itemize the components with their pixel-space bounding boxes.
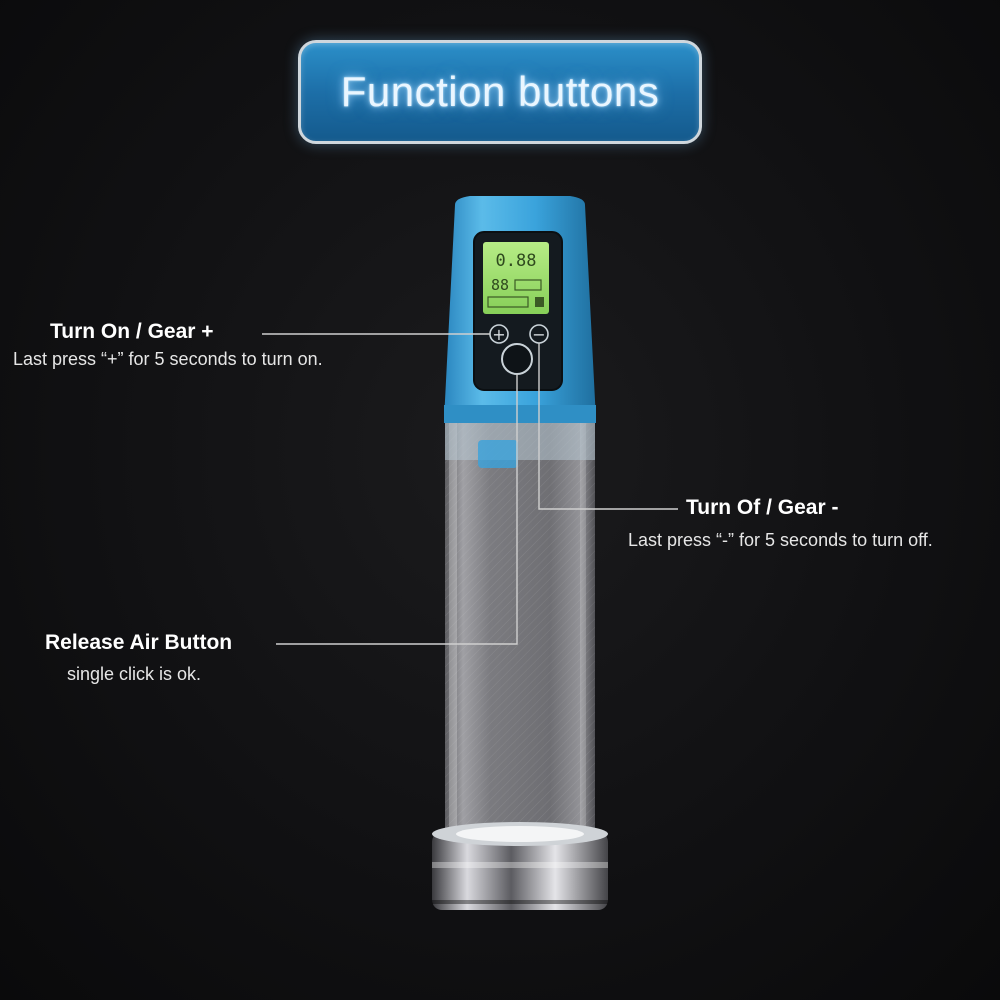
callout-line-turn-off [538, 343, 678, 510]
turn-on-heading: Turn On / Gear + [50, 320, 214, 343]
minus-icon: − [532, 325, 545, 344]
release-air-button[interactable] [501, 343, 533, 375]
callout-lines [262, 333, 678, 645]
release-air-note: single click is ok. [67, 664, 202, 684]
lcd-line-2: 88 [491, 276, 509, 294]
turn-off-note: Last press “-” for 5 seconds to turn off… [628, 530, 933, 550]
title-badge: Function buttons [298, 40, 702, 144]
plus-icon: + [492, 325, 505, 344]
turn-on-note: Last press “+” for 5 seconds to turn on. [13, 349, 323, 369]
plus-button[interactable]: + [489, 324, 509, 344]
clear-cylinder [445, 420, 595, 840]
lcd-display: 0.88 88 [483, 242, 549, 314]
lcd-line-1: 0.88 [496, 251, 537, 271]
callout-line-release-air [276, 374, 518, 645]
title-text: Function buttons [340, 68, 660, 115]
bottom-ring [432, 822, 608, 910]
minus-button[interactable]: − [529, 324, 549, 344]
release-air-heading: Release Air Button [45, 631, 233, 654]
turn-off-heading: Turn Of / Gear - [686, 496, 839, 519]
